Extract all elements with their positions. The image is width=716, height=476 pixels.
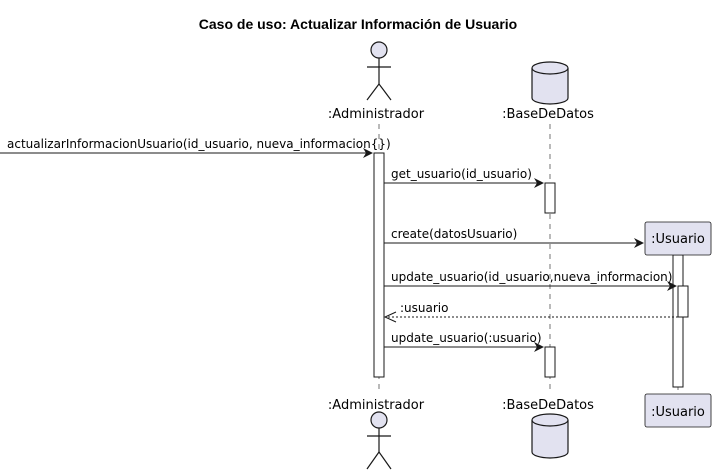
activations [373, 152, 689, 388]
message-label: create(datosUsuario) [391, 227, 517, 241]
message-6: update_usuario(:usuario) [384, 331, 544, 352]
message-4: update_usuario(id_usuario,nueva_informac… [384, 270, 677, 291]
participant-label-administrador-top: :Administrador [328, 107, 425, 122]
database-top [531, 413, 569, 427]
actor-head [370, 411, 388, 429]
message-2: get_usuario(id_usuario) [384, 167, 544, 188]
participant-label-usuario-bottom: :Usuario [651, 405, 705, 420]
actor-leg-left [366, 83, 380, 101]
message-label: update_usuario(id_usuario,nueva_informac… [391, 270, 672, 284]
message-label: actualizarInformacionUsuario(id_usuario,… [7, 137, 391, 151]
database-body [531, 68, 569, 105]
message-3: create(datosUsuario) [384, 227, 644, 248]
message-label: update_usuario(:usuario) [391, 331, 542, 345]
message-1: actualizarInformacionUsuario(id_usuario,… [0, 137, 391, 158]
participant-label-administrador-bottom: :Administrador [328, 398, 425, 413]
participant-box-usuario-bottom [644, 393, 712, 428]
activation-basededatos-update [544, 346, 556, 378]
message-5: :usuario [383, 301, 678, 323]
message-label: get_usuario(id_usuario) [391, 167, 532, 181]
database-body [531, 420, 569, 459]
activation-basededatos-get [544, 182, 556, 214]
activation-administrador [373, 152, 385, 378]
participant-label-basededatos-top: :BaseDeDatos [502, 107, 594, 122]
actor-leg-left [366, 451, 380, 470]
activation-usuario [672, 254, 684, 388]
database-top [531, 61, 569, 75]
activation-usuario-update [677, 285, 689, 318]
actor-administrador-top [366, 41, 392, 101]
diagram-title: Caso de uso: Actualizar Información de U… [199, 16, 517, 32]
participant-label-usuario-top: :Usuario [651, 232, 705, 247]
actor-leg-right [378, 83, 392, 101]
actor-head [370, 41, 388, 59]
participant-label-basededatos-bottom: :BaseDeDatos [502, 398, 594, 413]
lifelines [378, 124, 679, 394]
return-arrowhead [383, 311, 397, 323]
actor-leg-right [378, 451, 392, 470]
database-basededatos-top [531, 61, 569, 105]
database-basededatos-bottom [531, 413, 569, 459]
actor-administrador-bottom [366, 411, 392, 470]
participant-box-usuario-top [644, 221, 712, 256]
message-label: :usuario [400, 301, 448, 315]
